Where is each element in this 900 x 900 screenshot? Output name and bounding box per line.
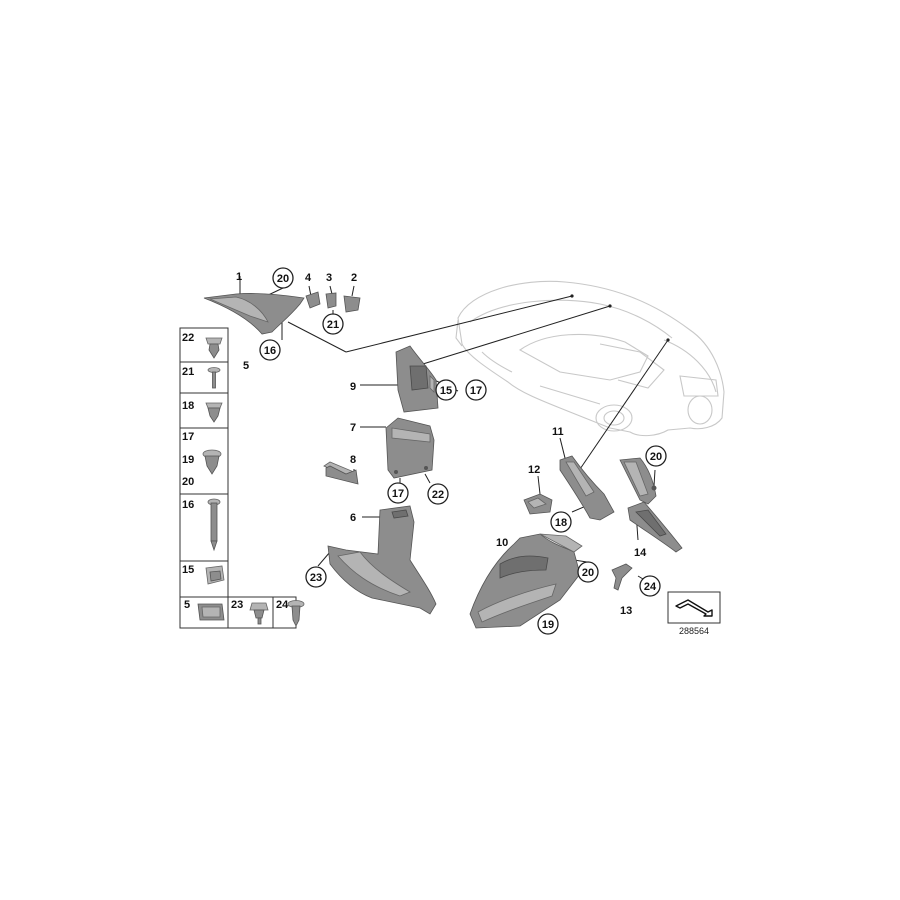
legend-label-24: 24 [276,599,289,611]
callout-1: 1 [236,271,242,283]
fastener-5-icon [197,603,225,621]
fastener-24-icon [287,600,305,627]
callout-15: 15 [440,385,452,397]
callout-17b: 17 [392,488,404,500]
callout-18: 18 [555,517,567,529]
callout-circle-18 [550,511,572,533]
legend-grid: 22 21 18 17 19 20 16 15 5 23 24 [179,327,305,629]
callout-10: 10 [496,537,508,549]
part-9-pillar-cover [395,345,439,413]
callout-circle-17b [387,482,409,504]
callout-circle-22 [427,483,449,505]
fastener-18-icon [205,402,223,423]
callout-7: 7 [350,422,356,434]
callout-circle-24 [639,575,661,597]
legend-label-22: 22 [182,332,194,344]
legend-label-21: 21 [182,366,194,378]
legend-label-17: 17 [182,431,194,443]
reference-number: 288564 [679,626,709,636]
part-8-bracket [323,461,359,485]
part-11-trim [559,455,615,521]
callout-circle-21 [322,313,344,335]
callout-16: 16 [264,345,276,357]
callout-20a: 20 [277,273,289,285]
legend-label-5: 5 [184,599,190,611]
fastener-23-icon [249,602,269,625]
callout-5: 5 [243,360,249,372]
callout-12: 12 [528,464,540,476]
fastener-15-icon [205,565,225,585]
part-10-wheel-arch-trim [469,533,583,629]
callout-circle-20a [272,267,294,289]
legend-label-18: 18 [182,400,194,412]
callout-circle-19 [537,613,559,635]
callout-circle-15 [435,379,457,401]
callout-4: 4 [305,272,312,284]
callout-13: 13 [620,605,632,617]
legend-label-23: 23 [231,599,243,611]
callout-21: 21 [327,319,339,331]
callout-circle-20c [577,561,599,583]
callout-22: 22 [432,489,444,501]
part-3-clip [325,292,337,309]
callout-9: 9 [350,381,356,393]
car-outline [455,280,725,437]
callout-17a: 17 [470,385,482,397]
callout-14: 14 [634,547,647,559]
callout-circle-20b [645,445,667,467]
callout-20c: 20 [582,567,594,579]
legend-label-19: 19 [182,454,194,466]
legend-label-16: 16 [182,499,194,511]
callout-2: 2 [351,272,357,284]
fastener-17-icon [202,449,222,475]
callout-23: 23 [310,572,322,584]
callout-3: 3 [326,272,332,284]
callout-circle-23 [305,566,327,588]
callout-24: 24 [644,581,657,593]
part-14-panel [619,457,683,553]
callout-circle-16 [259,339,281,361]
fastener-16-icon [207,498,221,552]
legend-label-20: 20 [182,476,194,488]
fastener-21-icon [207,367,221,389]
fastener-22-icon [205,337,223,359]
callout-19: 19 [542,619,554,631]
callout-11: 11 [552,426,564,438]
callout-8: 8 [350,454,356,466]
part-2-clip [343,295,361,313]
part-7-pillar-cover [385,417,435,479]
legend-label-15: 15 [182,564,194,576]
callout-circle-17a [465,379,487,401]
part-12-cap [523,493,553,515]
direction-arrow-icon [675,599,713,617]
part-4-clip [305,291,321,309]
callout-6: 6 [350,512,356,524]
orientation-box [667,591,721,624]
callout-20b: 20 [650,451,662,463]
part-1-trim-panel [203,293,305,335]
part-13-bracket [611,563,633,591]
callouts: 1 20 4 3 2 21 5 16 9 15 17 7 8 17 22 6 2… [236,267,667,635]
part-6-lower-pillar-trim [327,505,437,615]
